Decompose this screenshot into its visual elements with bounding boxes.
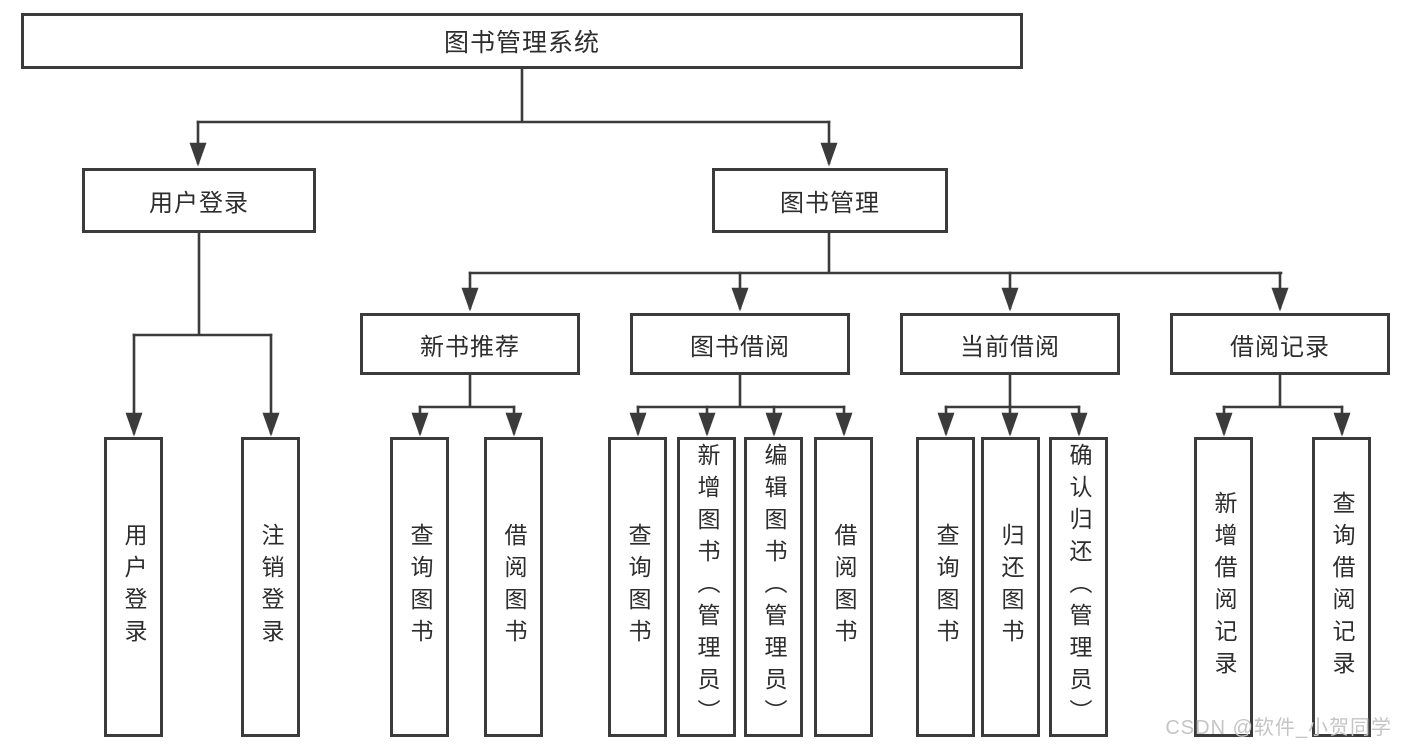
node-confirm-return-admin-label: 确认归还（管理员） <box>1066 443 1092 731</box>
node-user-login: 用户登录 <box>104 437 163 737</box>
node-logout: 注销登录 <box>241 437 300 737</box>
node-logout-label: 注销登录 <box>258 523 284 651</box>
node-query-books-recommend-label: 查询图书 <box>407 523 433 651</box>
node-root: 图书管理系统 <box>21 13 1023 69</box>
node-user-login-group: 用户登录 <box>82 168 316 233</box>
node-add-books-admin: 新增图书（管理员） <box>677 437 736 737</box>
node-return-books-label: 归还图书 <box>998 523 1024 651</box>
csdn-watermark: CSDN @软件_小贺同学 <box>1165 717 1392 739</box>
node-user-login-group-label: 用户登录 <box>149 190 249 217</box>
node-book-management: 图书管理 <box>712 168 948 233</box>
node-query-books-borrow: 查询图书 <box>608 437 667 737</box>
node-add-borrow-record: 新增借阅记录 <box>1194 437 1253 737</box>
node-confirm-return-admin: 确认归还（管理员） <box>1049 437 1108 737</box>
node-borrow-records-label: 借阅记录 <box>1230 333 1330 361</box>
node-new-book-recommend-label: 新书推荐 <box>420 333 520 361</box>
node-query-books-recommend: 查询图书 <box>390 437 449 737</box>
node-query-borrow-record: 查询借阅记录 <box>1312 437 1371 737</box>
node-book-management-label: 图书管理 <box>780 190 880 217</box>
node-edit-books-admin: 编辑图书（管理员） <box>744 437 803 737</box>
node-current-borrow: 当前借阅 <box>900 313 1120 375</box>
node-book-borrow-label: 图书借阅 <box>690 333 790 361</box>
node-borrow-books: 借阅图书 <box>814 437 873 737</box>
node-borrow-books-label: 借阅图书 <box>831 523 857 651</box>
node-query-books-current: 查询图书 <box>916 437 975 737</box>
node-new-book-recommend: 新书推荐 <box>360 313 580 375</box>
node-root-label: 图书管理系统 <box>443 29 600 57</box>
node-borrow-books-recommend-label: 借阅图书 <box>501 523 527 651</box>
node-query-borrow-record-label: 查询借阅记录 <box>1329 491 1355 683</box>
node-add-books-admin-label: 新增图书（管理员） <box>694 443 720 731</box>
node-user-login-label: 用户登录 <box>121 523 147 651</box>
node-borrow-records: 借阅记录 <box>1170 313 1390 375</box>
node-edit-books-admin-label: 编辑图书（管理员） <box>761 443 787 731</box>
node-book-borrow: 图书借阅 <box>630 313 850 375</box>
node-query-books-borrow-label: 查询图书 <box>625 523 651 651</box>
node-query-books-current-label: 查询图书 <box>933 523 959 651</box>
node-return-books: 归还图书 <box>981 437 1040 737</box>
node-current-borrow-label: 当前借阅 <box>960 333 1060 361</box>
node-borrow-books-recommend: 借阅图书 <box>484 437 543 737</box>
node-add-borrow-record-label: 新增借阅记录 <box>1211 491 1237 683</box>
